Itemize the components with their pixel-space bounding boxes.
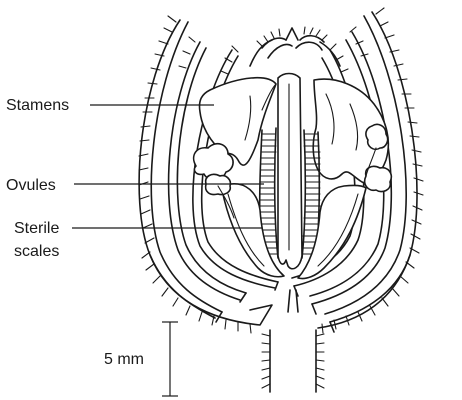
right-carpel [298, 185, 366, 278]
label-sterile: Sterile [14, 220, 59, 237]
upper-petals [250, 27, 340, 66]
scale-bar: 5 mm [104, 322, 178, 396]
label-ovules: Ovules [6, 177, 56, 194]
label-stamens: Stamens [6, 97, 69, 114]
scale-bar-label: 5 mm [104, 351, 144, 368]
central-axis [278, 74, 302, 269]
label-scales: scales [14, 243, 59, 260]
